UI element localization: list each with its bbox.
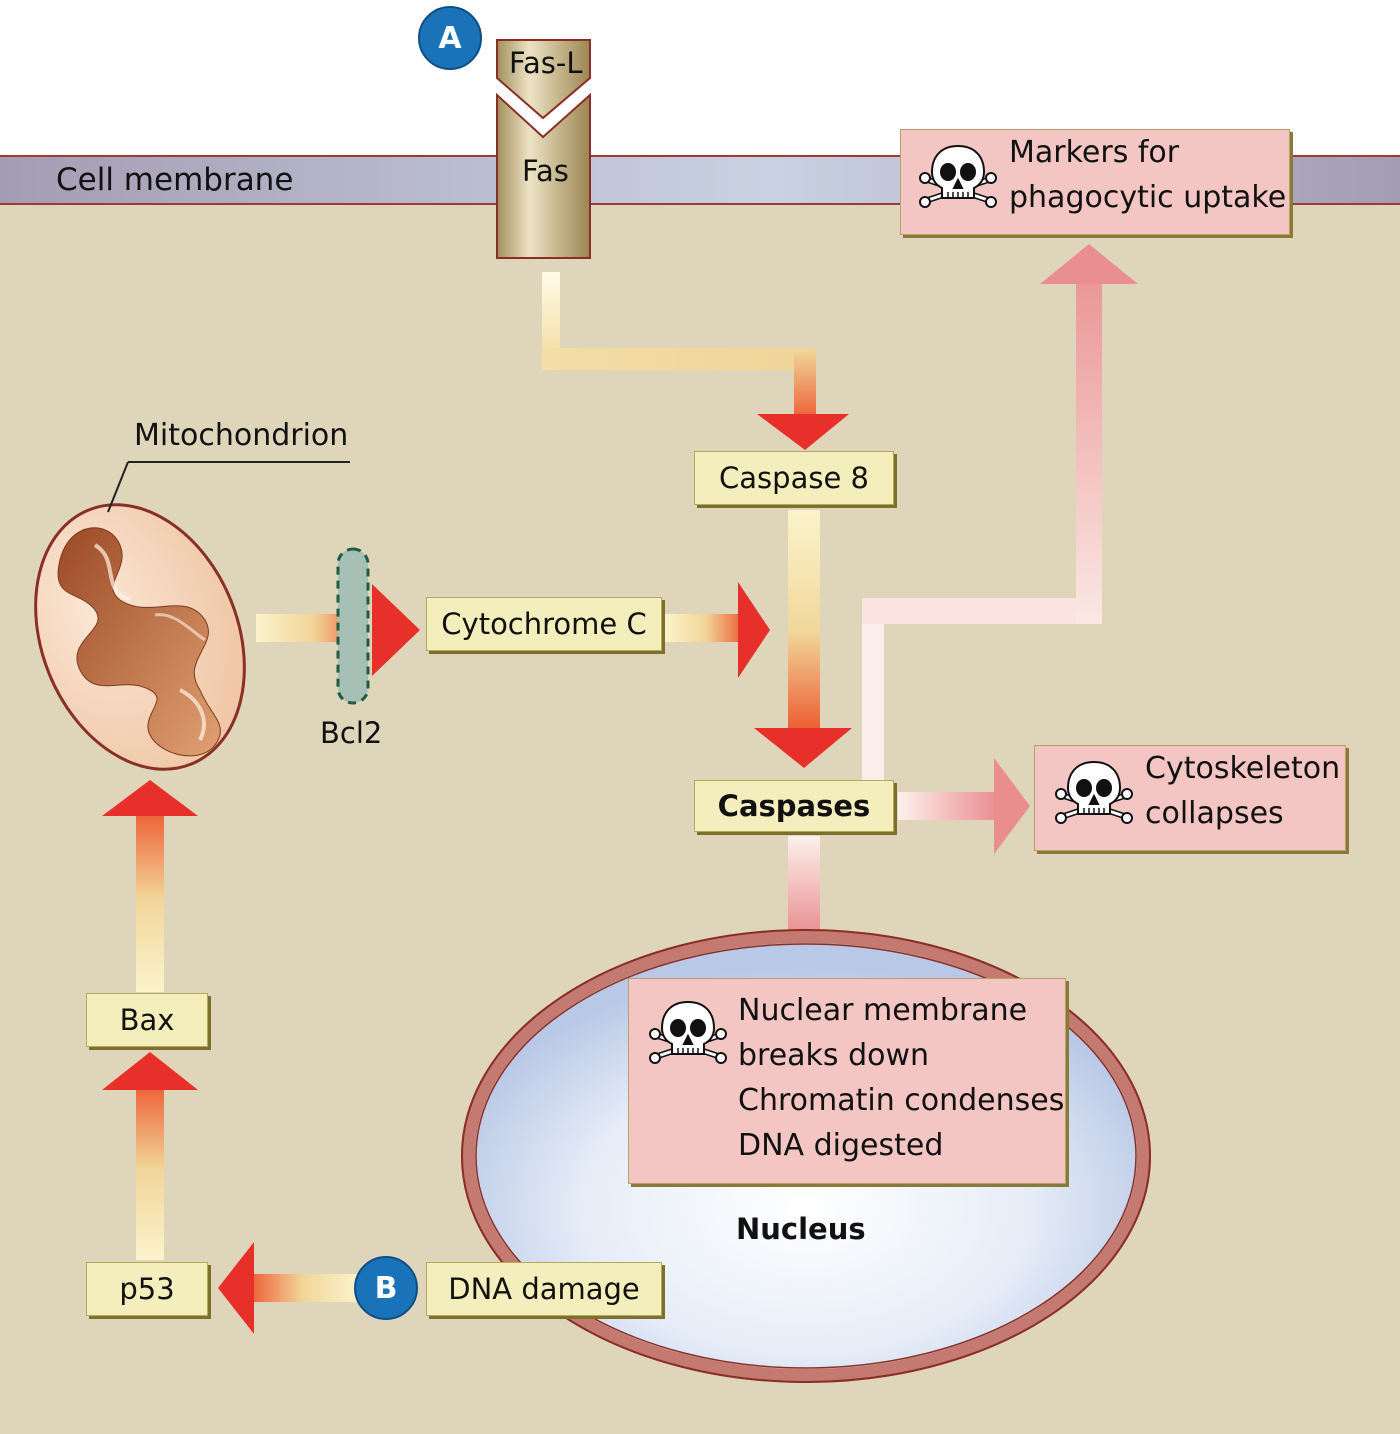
skull-crossbones-icon — [649, 1000, 727, 1064]
fas-label: Fas — [522, 154, 569, 188]
nuclear-line-1: Nuclear membrane — [738, 993, 1028, 1028]
bcl2-label: Bcl2 — [320, 716, 383, 750]
markers-line-2: phagocytic uptake — [1009, 180, 1287, 215]
caspase-8-box: Caspase 8 — [694, 451, 894, 505]
nuclear-line-3: Chromatin condenses — [738, 1083, 1065, 1118]
cytochrome-c-box: Cytochrome C — [426, 597, 662, 651]
mitochondrion-label: Mitochondrion — [134, 418, 349, 453]
arrowhead-fas-to-caspase8 — [757, 414, 849, 450]
fas-l-ligand — [496, 39, 591, 120]
bcl2-protein — [336, 547, 370, 705]
arrowhead-bax-to-mitochondrion — [102, 780, 198, 816]
skull-crossbones-icon — [1055, 760, 1133, 824]
fas-receptor — [496, 92, 591, 259]
arrowhead-cytochrome-to-caspases — [738, 582, 770, 678]
nuclear-line-4: DNA digested — [738, 1128, 944, 1163]
dna-damage-box: DNA damage — [426, 1262, 662, 1316]
cytoskeleton-line-2: collapses — [1145, 796, 1284, 831]
fas-l-label: Fas-L — [509, 46, 583, 80]
cytoskeleton-line-1: Cytoskeleton — [1145, 751, 1341, 786]
arrowhead-dna-to-p53 — [218, 1242, 254, 1334]
caspases-box: Caspases — [694, 780, 894, 832]
arrowhead-to-cytoskeleton — [994, 758, 1030, 854]
bax-box: Bax — [86, 993, 208, 1047]
badge-a: A — [418, 6, 482, 70]
arrowhead-to-markers — [1040, 244, 1138, 284]
nuclear-line-2: breaks down — [738, 1038, 930, 1073]
arrowhead-caspase8-to-caspases — [754, 728, 852, 768]
arrowhead-p53-to-bax — [102, 1052, 198, 1090]
markers-line-1: Markers for — [1009, 135, 1180, 170]
nucleus-label: Nucleus — [736, 1212, 866, 1246]
cell-membrane-label: Cell membrane — [56, 162, 294, 198]
p53-box: p53 — [86, 1262, 208, 1316]
badge-b: B — [354, 1256, 418, 1320]
skull-crossbones-icon — [919, 144, 997, 208]
arrowhead-bcl2-to-cytochrome — [372, 584, 420, 676]
